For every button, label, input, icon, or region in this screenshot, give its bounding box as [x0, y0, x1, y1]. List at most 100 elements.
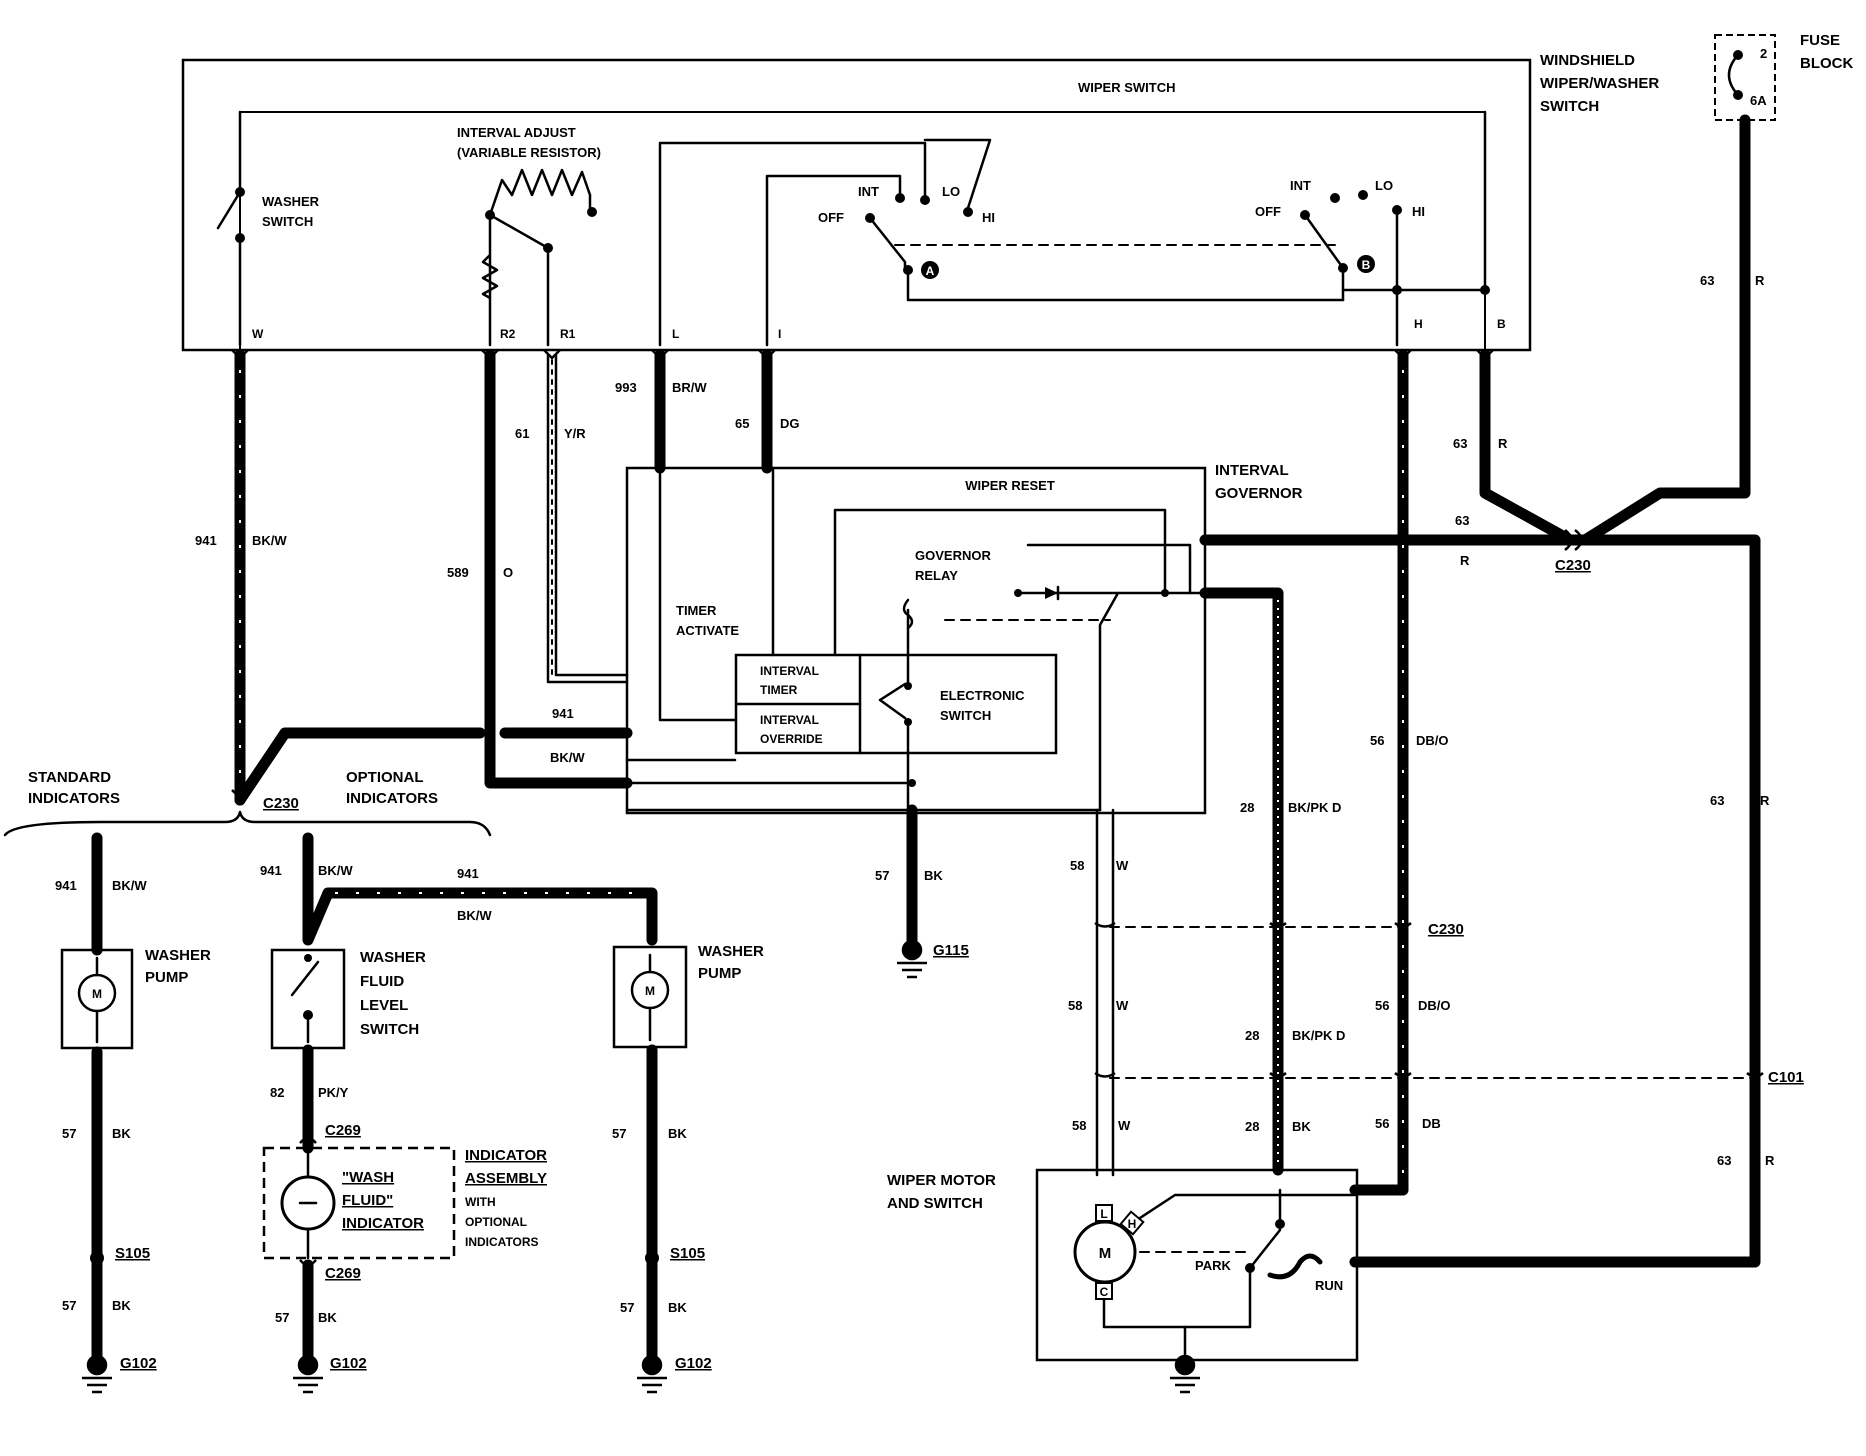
washer-pump-opt-label-2: PUMP	[698, 965, 741, 982]
interval-override-label-2: OVERRIDE	[760, 732, 823, 746]
c269-bottom-label: C269	[325, 1265, 361, 1282]
c230-main-label: C230	[1555, 557, 1591, 574]
wire-56-num: 56	[1370, 733, 1384, 748]
wire-941-branch	[234, 727, 486, 806]
hi-label-right: HI	[1412, 204, 1425, 219]
wire-57-opt-color: BK	[318, 1310, 337, 1325]
wire-63-right-color: R	[1760, 793, 1770, 808]
wire-941-h-num: 941	[457, 866, 479, 881]
windshield-label-1: WINDSHIELD	[1540, 52, 1635, 69]
fuse-rating: 6A	[1750, 93, 1767, 108]
interval-override-label-1: INTERVAL	[760, 713, 819, 727]
indicator-assembly-label-3: WITH	[465, 1195, 496, 1209]
wire-57-pump2-color: BK	[668, 1126, 687, 1141]
terminal-r1: R1	[560, 327, 576, 341]
wire-65-num: 65	[735, 416, 749, 431]
fuse-block-label-1: FUSE	[1800, 32, 1840, 49]
splices	[90, 1251, 659, 1265]
position-a-marker: A	[921, 261, 939, 279]
wire-993-num: 993	[615, 380, 637, 395]
interval-governor-label-1: INTERVAL	[1215, 462, 1289, 479]
connector-labels: C230 C230 C230 C101 C269 C269 S105 S105 …	[115, 557, 1804, 1372]
terminal-l: L	[672, 327, 679, 341]
washer-pump-std-label-1: WASHER	[145, 947, 211, 964]
wire-tracers	[239, 370, 1404, 1180]
wire-63-horiz-color: R	[1460, 553, 1470, 568]
indicator-assembly-label-5: INDICATORS	[465, 1235, 539, 1249]
wire-82-num: 82	[270, 1085, 284, 1100]
fuse-number: 2	[1760, 46, 1767, 61]
wiper-reset-label: WIPER RESET	[965, 478, 1055, 493]
svg-text:L: L	[1100, 1207, 1107, 1221]
svg-text:C: C	[1100, 1285, 1109, 1299]
wire-941-opt	[302, 832, 658, 946]
int-label-right: INT	[1290, 178, 1311, 193]
wiper-motor-label-2: AND SWITCH	[887, 1195, 983, 1212]
wire-63-lower-num: 63	[1717, 1153, 1731, 1168]
indicator-assembly-label-2: ASSEMBLY	[465, 1170, 547, 1187]
wire-57-g115-color: BK	[924, 868, 943, 883]
s105-right-label: S105	[670, 1245, 705, 1262]
wire-58-low-num: 58	[1072, 1118, 1086, 1133]
wire-941-gov-num: 941	[552, 706, 574, 721]
washer-pump-opt-label-1: WASHER	[698, 943, 764, 960]
g115-label: G115	[933, 942, 969, 959]
wire-589-num: 589	[447, 565, 469, 580]
terminal-w: W	[252, 327, 264, 341]
wire-941-opt-color: BK/W	[318, 863, 353, 878]
run-label: RUN	[1315, 1278, 1343, 1293]
wire-56	[1349, 349, 1409, 1196]
wire-65-color: DG	[780, 416, 800, 431]
svg-text:A: A	[926, 264, 935, 278]
wash-fluid-label-2: FLUID"	[342, 1192, 393, 1209]
wire-28-mid-num: 28	[1245, 1028, 1259, 1043]
timer-activate-label-2: ACTIVATE	[676, 623, 739, 638]
wire-57-std2-num: 57	[62, 1298, 76, 1313]
heavy-wires	[91, 114, 1761, 1371]
hi-label-left: HI	[982, 210, 995, 225]
off-label-left: OFF	[818, 210, 844, 225]
standard-indicators-label-1: STANDARD	[28, 769, 111, 786]
washer-pump-optional: M	[612, 945, 688, 1049]
wire-56-low-num: 56	[1375, 1116, 1389, 1131]
fluid-switch-label-3: LEVEL	[360, 997, 408, 1014]
wire-28-num: 28	[1240, 800, 1254, 815]
terminal-i: I	[778, 327, 781, 341]
washer-switch	[216, 110, 245, 347]
wire-58-color: W	[1116, 858, 1129, 873]
optional-indicators-label-1: OPTIONAL	[346, 769, 424, 786]
wiper-motor-label-1: WIPER MOTOR	[887, 1172, 996, 1189]
wash-fluid-label-3: INDICATOR	[342, 1215, 424, 1232]
wire-58-low-color: W	[1118, 1118, 1131, 1133]
wire-941-gov-color: BK/W	[550, 750, 585, 765]
fuse-block	[1714, 34, 1776, 121]
washer-fluid-level-switch	[270, 948, 346, 1050]
lo-label-right: LO	[1375, 178, 1393, 193]
washer-pump-standard: M	[60, 948, 134, 1050]
park-label: PARK	[1195, 1258, 1231, 1273]
g102-right-label: G102	[675, 1355, 712, 1372]
wiper-switch-contacts-left	[658, 138, 1345, 347]
interval-adjust-label-1: INTERVAL ADJUST	[457, 125, 576, 140]
wire-57-pump2-num: 57	[612, 1126, 626, 1141]
wire-63-horiz-num: 63	[1455, 513, 1469, 528]
lo-label-left: LO	[942, 184, 960, 199]
wire-589	[484, 349, 633, 789]
electronic-switch-label-1: ELECTRONIC	[940, 688, 1025, 703]
wiper-switch-contacts-right	[1300, 110, 1490, 347]
wire-63-b-color: R	[1498, 436, 1508, 451]
g102-mid-label: G102	[330, 1355, 367, 1372]
optional-indicators-label-2: INDICATORS	[346, 790, 438, 807]
fuse-block-label-2: BLOCK	[1800, 55, 1853, 72]
svg-text:M: M	[645, 984, 655, 998]
windshield-label-2: WIPER/WASHER	[1540, 75, 1659, 92]
wire-56-mid-num: 56	[1375, 998, 1389, 1013]
position-b-marker: B	[1357, 255, 1375, 273]
wire-63-b	[1479, 349, 1576, 546]
windshield-label-3: SWITCH	[1540, 98, 1599, 115]
wiper-motor: M L H C	[1035, 1168, 1359, 1362]
fluid-switch-label-4: SWITCH	[360, 1021, 419, 1038]
c230-left-label: C230	[263, 795, 299, 812]
wire-28-low-num: 28	[1245, 1119, 1259, 1134]
svg-text:M: M	[1099, 1245, 1112, 1262]
